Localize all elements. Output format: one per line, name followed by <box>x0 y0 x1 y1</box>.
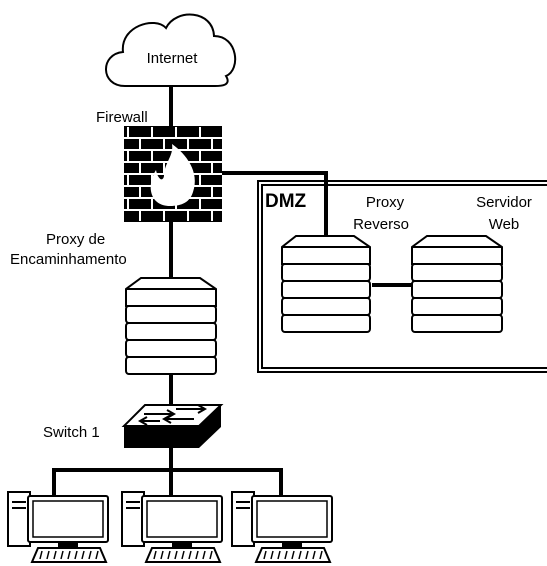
client-computer <box>231 491 333 563</box>
dmz-label: DMZ <box>265 191 307 212</box>
firewall: Firewall <box>96 109 222 222</box>
computer-tower-icon <box>7 491 31 547</box>
network-switch-icon <box>121 404 224 448</box>
web-server-icon <box>411 235 503 333</box>
client-computer <box>121 491 223 563</box>
network-links <box>52 86 412 496</box>
switch-arrows-icon <box>137 404 208 426</box>
client-computers <box>7 491 333 563</box>
forward-proxy: Proxy de Encaminhamento <box>10 231 217 375</box>
switch-label: Switch 1 <box>43 424 100 441</box>
computer-tower-icon <box>121 491 145 547</box>
firewall-icon <box>124 126 222 222</box>
firewall-label: Firewall <box>96 109 148 126</box>
reverse-proxy-label-line-2: Reverso <box>353 216 409 233</box>
internet-label: Internet <box>147 50 199 67</box>
forward-proxy-server-icon <box>125 277 217 375</box>
reverse-proxy-label-line-1: Proxy <box>366 194 405 211</box>
forward-proxy-label-line-2: Encaminhamento <box>10 251 127 268</box>
client-computer <box>7 491 109 563</box>
web-server-label-line-1: Servidor <box>476 194 532 211</box>
web-server-label-line-2: Web <box>489 216 520 233</box>
forward-proxy-label-line-1: Proxy de <box>46 231 105 248</box>
cloud-icon <box>105 13 237 87</box>
dmz-frame-inner <box>261 184 547 369</box>
reverse-proxy-server-icon <box>281 235 371 333</box>
dmz-frame-outer <box>257 180 547 373</box>
switch: Switch 1 <box>43 404 224 448</box>
dmz-zone: DMZ Proxy Reverso Servidor Web <box>257 180 547 373</box>
computer-tower-icon <box>231 491 255 547</box>
flame-icon <box>150 144 195 206</box>
link-firewall-reverse-proxy <box>222 171 328 236</box>
internet-cloud: Internet <box>105 13 237 87</box>
